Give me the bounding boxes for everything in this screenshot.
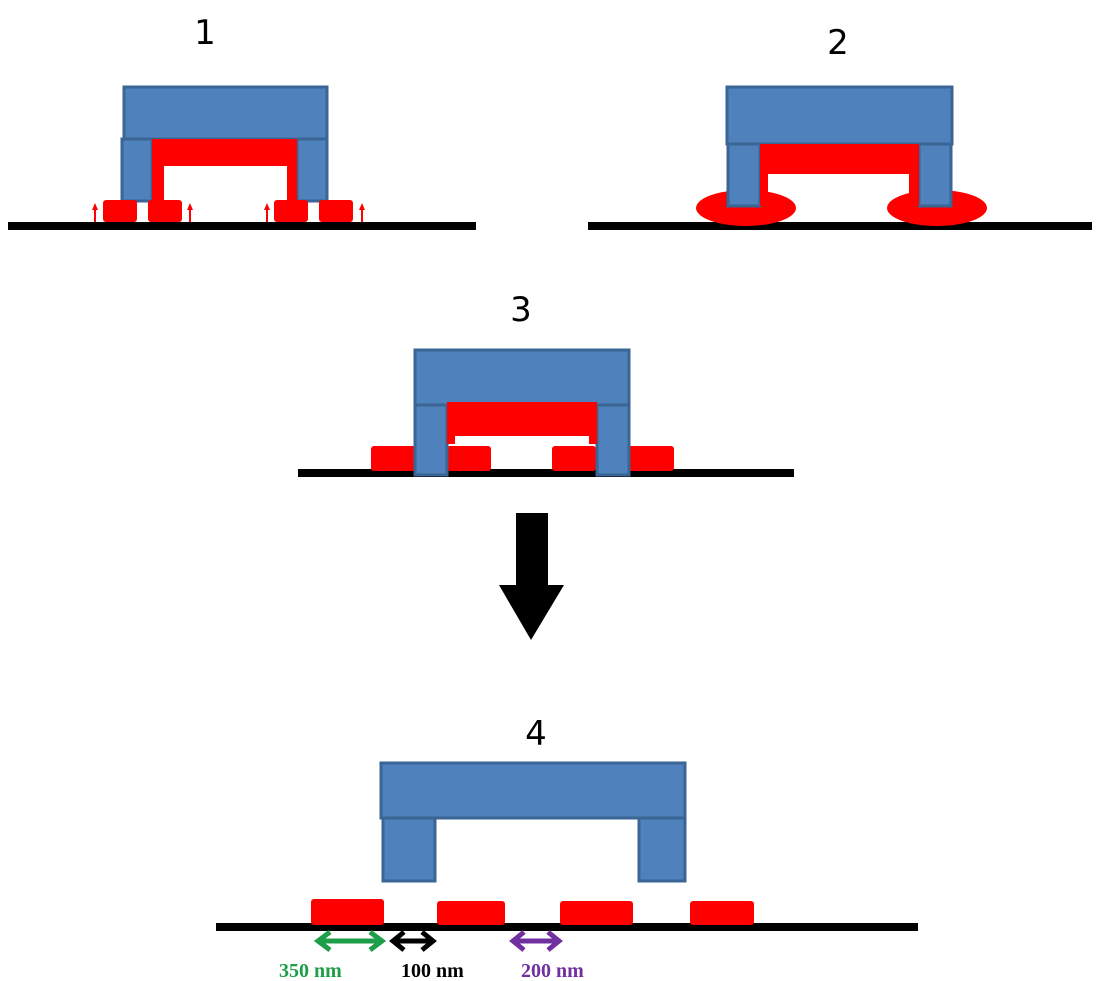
stamp-leg-left [726, 142, 762, 208]
ink-feature [311, 899, 384, 925]
ink-block [319, 200, 353, 222]
ink-block [628, 446, 674, 471]
stamp-top [122, 85, 329, 141]
ink-layer-right [287, 139, 297, 201]
step-4-panel: 4 350 nm 100 nm 200 nm [216, 714, 918, 981]
stamp-leg-left [381, 816, 437, 883]
ink-block [148, 200, 182, 222]
ink-layer-left [152, 139, 164, 201]
stamp-leg-left [120, 137, 154, 203]
small-up-arrow-icon [92, 203, 98, 222]
dimension-arrow-100nm [389, 930, 437, 952]
substrate-line [8, 222, 476, 230]
ink-feature [437, 901, 505, 925]
ink-droplet [696, 190, 796, 226]
ink-layer-right [589, 402, 597, 444]
small-up-arrow-icon [359, 203, 365, 222]
stamp-leg-right [917, 142, 953, 208]
step-1-number: 1 [194, 13, 216, 53]
dimension-label-200nm: 200 nm [521, 960, 584, 981]
down-arrow-icon [499, 513, 564, 640]
ink-block [552, 446, 596, 471]
dimension-arrow-200nm [509, 930, 563, 952]
step-3-panel: 3 [298, 290, 794, 477]
step-2-panel: 2 [588, 23, 1092, 230]
step-1-panel: 1 [8, 13, 476, 230]
ink-block [371, 446, 419, 471]
dimension-arrow-350nm [313, 930, 387, 952]
ink-feature [560, 901, 633, 925]
stamp-leg-right [595, 403, 631, 477]
ink-layer-top [760, 144, 919, 174]
step-3-number: 3 [510, 290, 532, 330]
step-4-number: 4 [525, 714, 547, 754]
small-up-arrow-icon [264, 203, 270, 222]
ink-layer-top [447, 402, 597, 436]
ink-block [447, 446, 491, 471]
ink-block [103, 200, 137, 222]
stamp-leg-right [295, 137, 329, 203]
ink-layer-left [760, 144, 768, 206]
stamp-top [413, 348, 631, 407]
dimension-label-100nm: 100 nm [401, 960, 464, 981]
stamp-top [379, 761, 687, 820]
dimension-label-350nm: 350 nm [279, 960, 342, 981]
small-up-arrow-icon [187, 203, 193, 222]
ink-feature [690, 901, 754, 925]
step-2-number: 2 [827, 23, 849, 63]
stamp-leg-left [413, 403, 449, 477]
ink-block [274, 200, 308, 222]
ink-layer-top [152, 139, 297, 166]
stamp-top [725, 85, 954, 146]
substrate-line [216, 923, 918, 931]
substrate-line [588, 222, 1092, 230]
ink-layer-left [447, 402, 455, 444]
stamp-leg-right [637, 816, 687, 883]
substrate-line [298, 469, 794, 477]
ink-layer-right [909, 144, 919, 206]
